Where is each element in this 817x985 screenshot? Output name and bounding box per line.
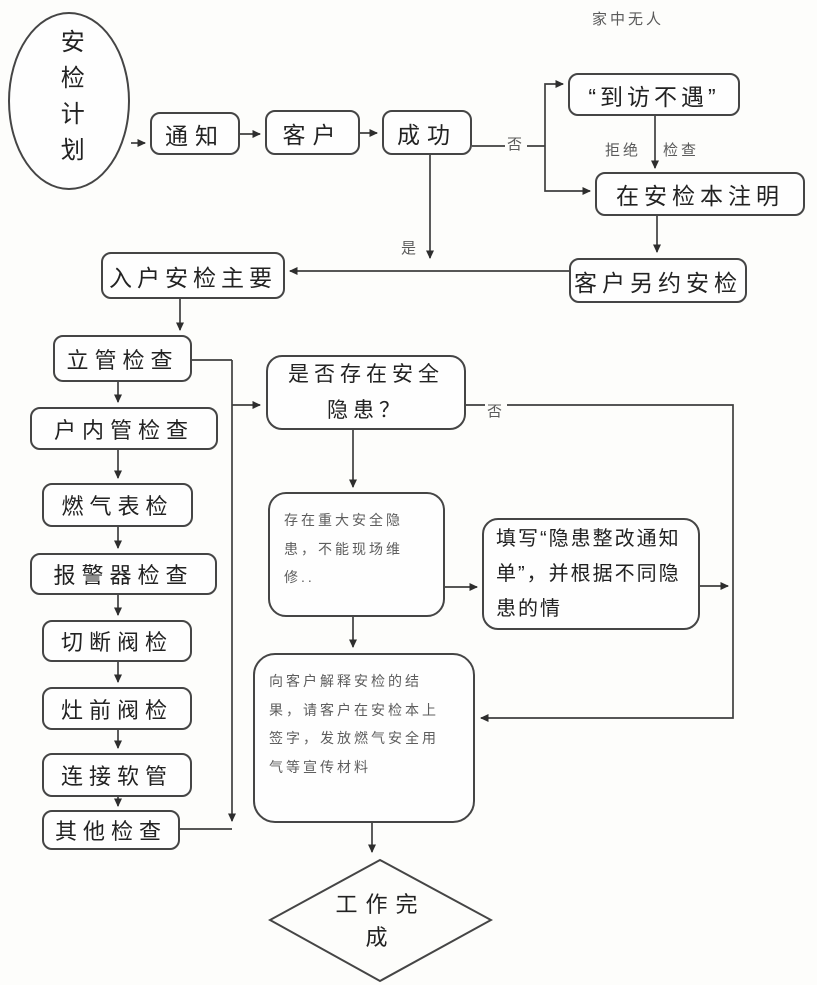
alarm-check-label: 报警器检查 — [53, 563, 194, 588]
edge-no-to-note-in-book — [544, 146, 591, 195]
work-done-diamond-shape — [268, 858, 493, 983]
node-other-check: 其他检查 — [42, 810, 180, 850]
node-reschedule: 客户另约安检 — [569, 258, 747, 303]
label-nobody-home: 家中无人 — [590, 10, 667, 30]
riser-check-label: 立管检查 — [66, 347, 179, 373]
gas-meter-check-label: 燃气表检 — [61, 494, 174, 519]
visit-missed-label: “到访不遇” — [588, 83, 720, 110]
node-indoor-pipe-check: 户内管检查 — [30, 407, 218, 450]
node-work-done: 工作完成 — [268, 858, 493, 983]
reschedule-label: 客户另约安检 — [574, 269, 742, 296]
node-hose-check: 连接软管 — [42, 753, 192, 797]
edge-question-no-right — [466, 404, 734, 722]
label-no-right: 否 — [485, 402, 508, 422]
label-inspect: 检查 — [663, 142, 700, 159]
major-hazard-note-label: 存在重大安全隐患，不能现场维修.. — [284, 512, 403, 586]
node-stove-valve-check: 灶前阀检 — [42, 687, 192, 730]
label-refuse: 拒绝 — [605, 142, 642, 159]
indoor-pipe-check-label: 户内管检查 — [53, 417, 194, 443]
node-success: 成功 — [382, 110, 472, 155]
node-riser-check: 立管检查 — [53, 335, 192, 382]
node-cutoff-valve-check: 切断阀检 — [42, 620, 192, 662]
node-fill-rectification-notice: 填写“隐患整改通知单”，并根据不同隐患的情 — [482, 518, 700, 630]
cutoff-valve-check-label: 切断阀检 — [60, 630, 173, 655]
node-hazard-question: 是否存在安全隐患？ — [266, 355, 466, 430]
node-note-in-book: 在安检本注明 — [595, 172, 805, 216]
node-gas-meter-check: 燃气表检 — [42, 483, 193, 527]
node-main-check: 入户安检主要 — [101, 252, 285, 299]
main-check-label: 入户安检主要 — [109, 264, 277, 291]
explain-result-label: 向客户解释安检的结果，请客户在安检本上签字，发放燃气安全用气等宣传材料 — [269, 673, 439, 776]
fill-rectification-notice-label: 填写“隐患整改通知单”，并根据不同隐患的情 — [496, 527, 681, 620]
other-check-label: 其他检查 — [54, 819, 167, 844]
inspection-plan-label: 安检计划 — [56, 29, 84, 173]
node-explain-result: 向客户解释安检的结果，请客户在安检本上签字，发放燃气安全用气等宣传材料 — [253, 653, 475, 823]
note-in-book-label: 在安检本注明 — [616, 183, 784, 209]
hose-check-label: 连接软管 — [60, 764, 173, 789]
node-notify: 通知 — [150, 112, 240, 155]
hazard-question-label: 是否存在安全隐患？ — [288, 362, 444, 422]
label-no-top: 否 — [505, 135, 528, 155]
stove-valve-check-label: 灶前阀检 — [60, 697, 173, 723]
node-customer: 客户 — [265, 110, 360, 155]
edge-no-to-visit-missed — [544, 80, 564, 146]
node-alarm-check: 报警器检查 — [30, 553, 217, 595]
node-visit-missed: “到访不遇” — [568, 73, 740, 116]
label-yes: 是 — [401, 240, 420, 257]
node-major-hazard-note: 存在重大安全隐患，不能现场维修.. — [268, 492, 445, 617]
work-done-label: 工作完成 — [335, 891, 426, 950]
node-inspection-plan: 安检计划 — [8, 12, 130, 190]
notify-label: 通知 — [165, 122, 225, 149]
customer-label: 客户 — [282, 121, 343, 148]
success-label: 成功 — [397, 121, 457, 148]
